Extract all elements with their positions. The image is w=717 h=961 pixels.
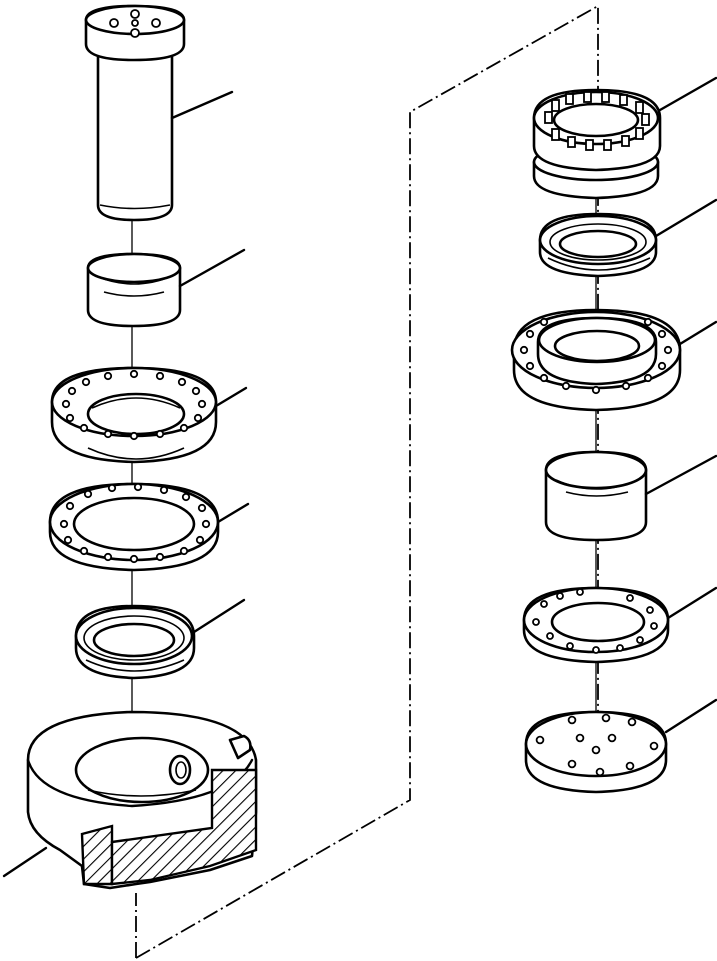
cover-plate-holes bbox=[535, 713, 659, 777]
left-flange bbox=[50, 366, 248, 464]
right-seal bbox=[538, 198, 717, 278]
right-retainer-holes bbox=[532, 588, 658, 654]
right-flange-bolt-holes bbox=[519, 317, 673, 395]
left-seal bbox=[74, 598, 246, 680]
left-bushing bbox=[86, 248, 246, 328]
left-shim-ring bbox=[48, 482, 250, 572]
left-shim-bolt-holes bbox=[59, 482, 211, 564]
left-bracket-boss bbox=[2, 710, 258, 890]
right-flange bbox=[510, 308, 717, 412]
right-roller-bearing bbox=[532, 76, 717, 200]
right-bushing bbox=[544, 450, 717, 542]
bearing-rollers bbox=[544, 91, 650, 151]
left-flange-bolt-holes bbox=[61, 369, 207, 441]
right-cover-plate bbox=[524, 698, 717, 794]
right-retainer-ring bbox=[522, 586, 717, 664]
left-pin bbox=[84, 4, 234, 222]
